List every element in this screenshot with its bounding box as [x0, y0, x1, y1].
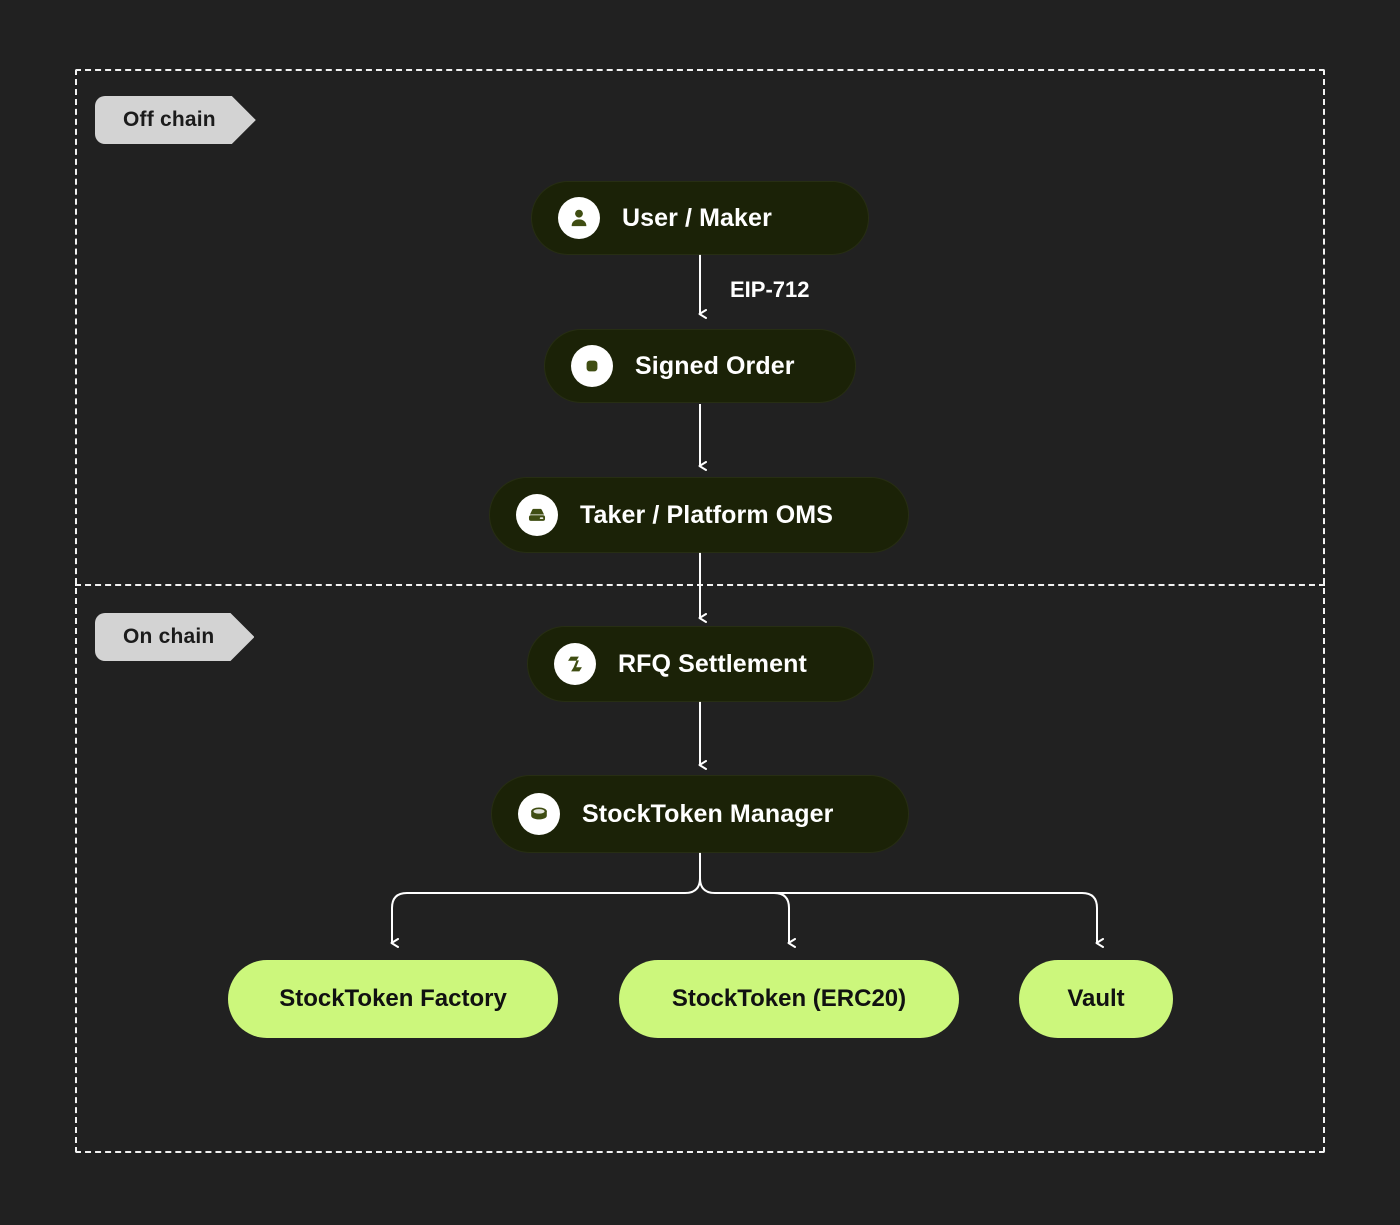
- lane-tag-on-chain-label: On chain: [123, 625, 215, 648]
- node-stocktoken-manager[interactable]: StockToken Manager: [492, 776, 908, 852]
- diagram-frame: [75, 69, 1325, 1153]
- node-stocktoken-erc20-label: StockToken (ERC20): [671, 985, 907, 1012]
- node-rfq-settlement[interactable]: RFQ Settlement: [528, 627, 873, 701]
- lane-divider: [75, 584, 1325, 586]
- node-taker-oms-label: Taker / Platform OMS: [580, 500, 833, 529]
- node-signed-order-label: Signed Order: [635, 351, 795, 380]
- lane-tag-on-chain: On chain: [95, 613, 254, 661]
- node-vault-label: Vault: [1067, 985, 1125, 1012]
- node-vault[interactable]: Vault: [1019, 960, 1173, 1038]
- node-stocktoken-manager-label: StockToken Manager: [582, 799, 834, 828]
- bolt-icon: [554, 643, 596, 685]
- node-stocktoken-factory[interactable]: StockToken Factory: [228, 960, 558, 1038]
- node-taker-oms[interactable]: Taker / Platform OMS: [490, 478, 908, 552]
- server-icon: [516, 494, 558, 536]
- lane-tag-off-chain-label: Off chain: [123, 108, 216, 131]
- document-icon: [571, 345, 613, 387]
- node-user-maker[interactable]: User / Maker: [532, 182, 868, 254]
- node-stocktoken-erc20[interactable]: StockToken (ERC20): [619, 960, 959, 1038]
- node-user-maker-label: User / Maker: [622, 203, 772, 232]
- lane-tag-off-chain: Off chain: [95, 96, 256, 144]
- node-rfq-settlement-label: RFQ Settlement: [618, 649, 807, 678]
- node-signed-order[interactable]: Signed Order: [545, 330, 855, 402]
- node-stocktoken-factory-label: StockToken Factory: [279, 985, 507, 1012]
- edge-label-eip-712: EIP-712: [730, 277, 810, 302]
- user-icon: [558, 197, 600, 239]
- coin-icon: [518, 793, 560, 835]
